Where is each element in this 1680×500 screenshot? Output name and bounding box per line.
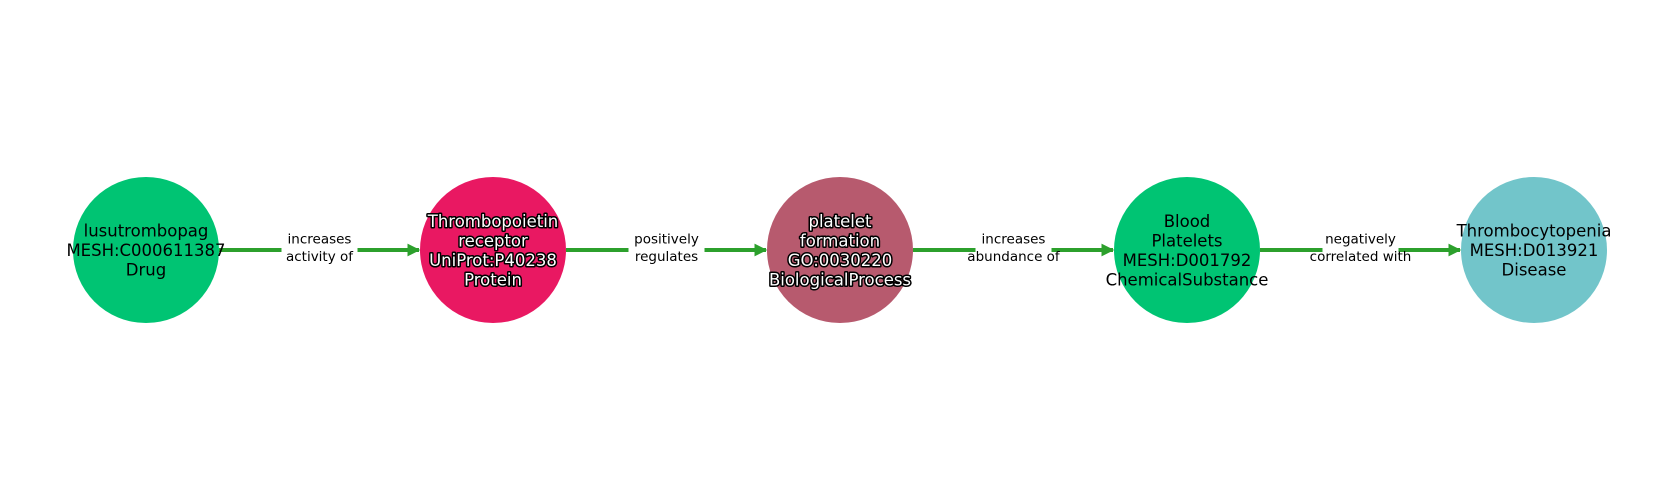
edge-2: increases abundance of bbox=[913, 231, 1115, 265]
node-label: Protein bbox=[464, 270, 522, 289]
node-label: MESH:D013921 bbox=[1470, 241, 1599, 260]
edge-3: negatively correlated with bbox=[1260, 231, 1462, 265]
node-label: BiologicalProcess bbox=[769, 270, 911, 289]
node-2[interactable]: plateletformationGO:0030220BiologicalPro… bbox=[767, 177, 913, 323]
node-label: GO:0030220 bbox=[788, 251, 893, 270]
node-circle[interactable] bbox=[1461, 177, 1607, 323]
edge-label: correlated with bbox=[1310, 249, 1412, 265]
node-circle[interactable] bbox=[767, 177, 913, 323]
node-circle[interactable] bbox=[420, 177, 566, 323]
edge-label: increases bbox=[982, 231, 1046, 247]
edge-label: positively bbox=[634, 231, 699, 247]
edge-label: regulates bbox=[635, 249, 698, 265]
node-3[interactable]: BloodPlateletsMESH:D001792ChemicalSubsta… bbox=[1106, 177, 1269, 323]
node-label: Drug bbox=[126, 261, 166, 280]
edge-label: abundance of bbox=[967, 249, 1061, 265]
node-label: Thrombocytopenia bbox=[1456, 222, 1612, 241]
node-label: Thrombopoietin bbox=[427, 212, 559, 231]
edge-label: increases bbox=[288, 231, 352, 247]
node-label: MESH:C000611387 bbox=[66, 241, 225, 260]
node-label: platelet bbox=[809, 212, 873, 231]
node-label: ChemicalSubstance bbox=[1106, 270, 1269, 289]
node-label: Blood bbox=[1164, 212, 1211, 231]
edge-0: increases activity of bbox=[219, 231, 421, 265]
node-1[interactable]: ThrombopoietinreceptorUniProt:P40238Prot… bbox=[420, 177, 566, 323]
node-circle[interactable] bbox=[1114, 177, 1260, 323]
edge-label: negatively bbox=[1325, 231, 1396, 247]
node-label: Platelets bbox=[1151, 231, 1222, 250]
edge-label: activity of bbox=[286, 249, 354, 265]
node-label: MESH:D001792 bbox=[1123, 251, 1252, 270]
node-circle[interactable] bbox=[73, 177, 219, 323]
node-label: Disease bbox=[1502, 261, 1567, 280]
edge-1: positively regulates bbox=[566, 231, 768, 265]
node-label: receptor bbox=[458, 231, 528, 250]
node-label: UniProt:P40238 bbox=[429, 251, 557, 270]
node-label: formation bbox=[800, 231, 880, 250]
node-label: lusutrombopag bbox=[84, 222, 209, 241]
